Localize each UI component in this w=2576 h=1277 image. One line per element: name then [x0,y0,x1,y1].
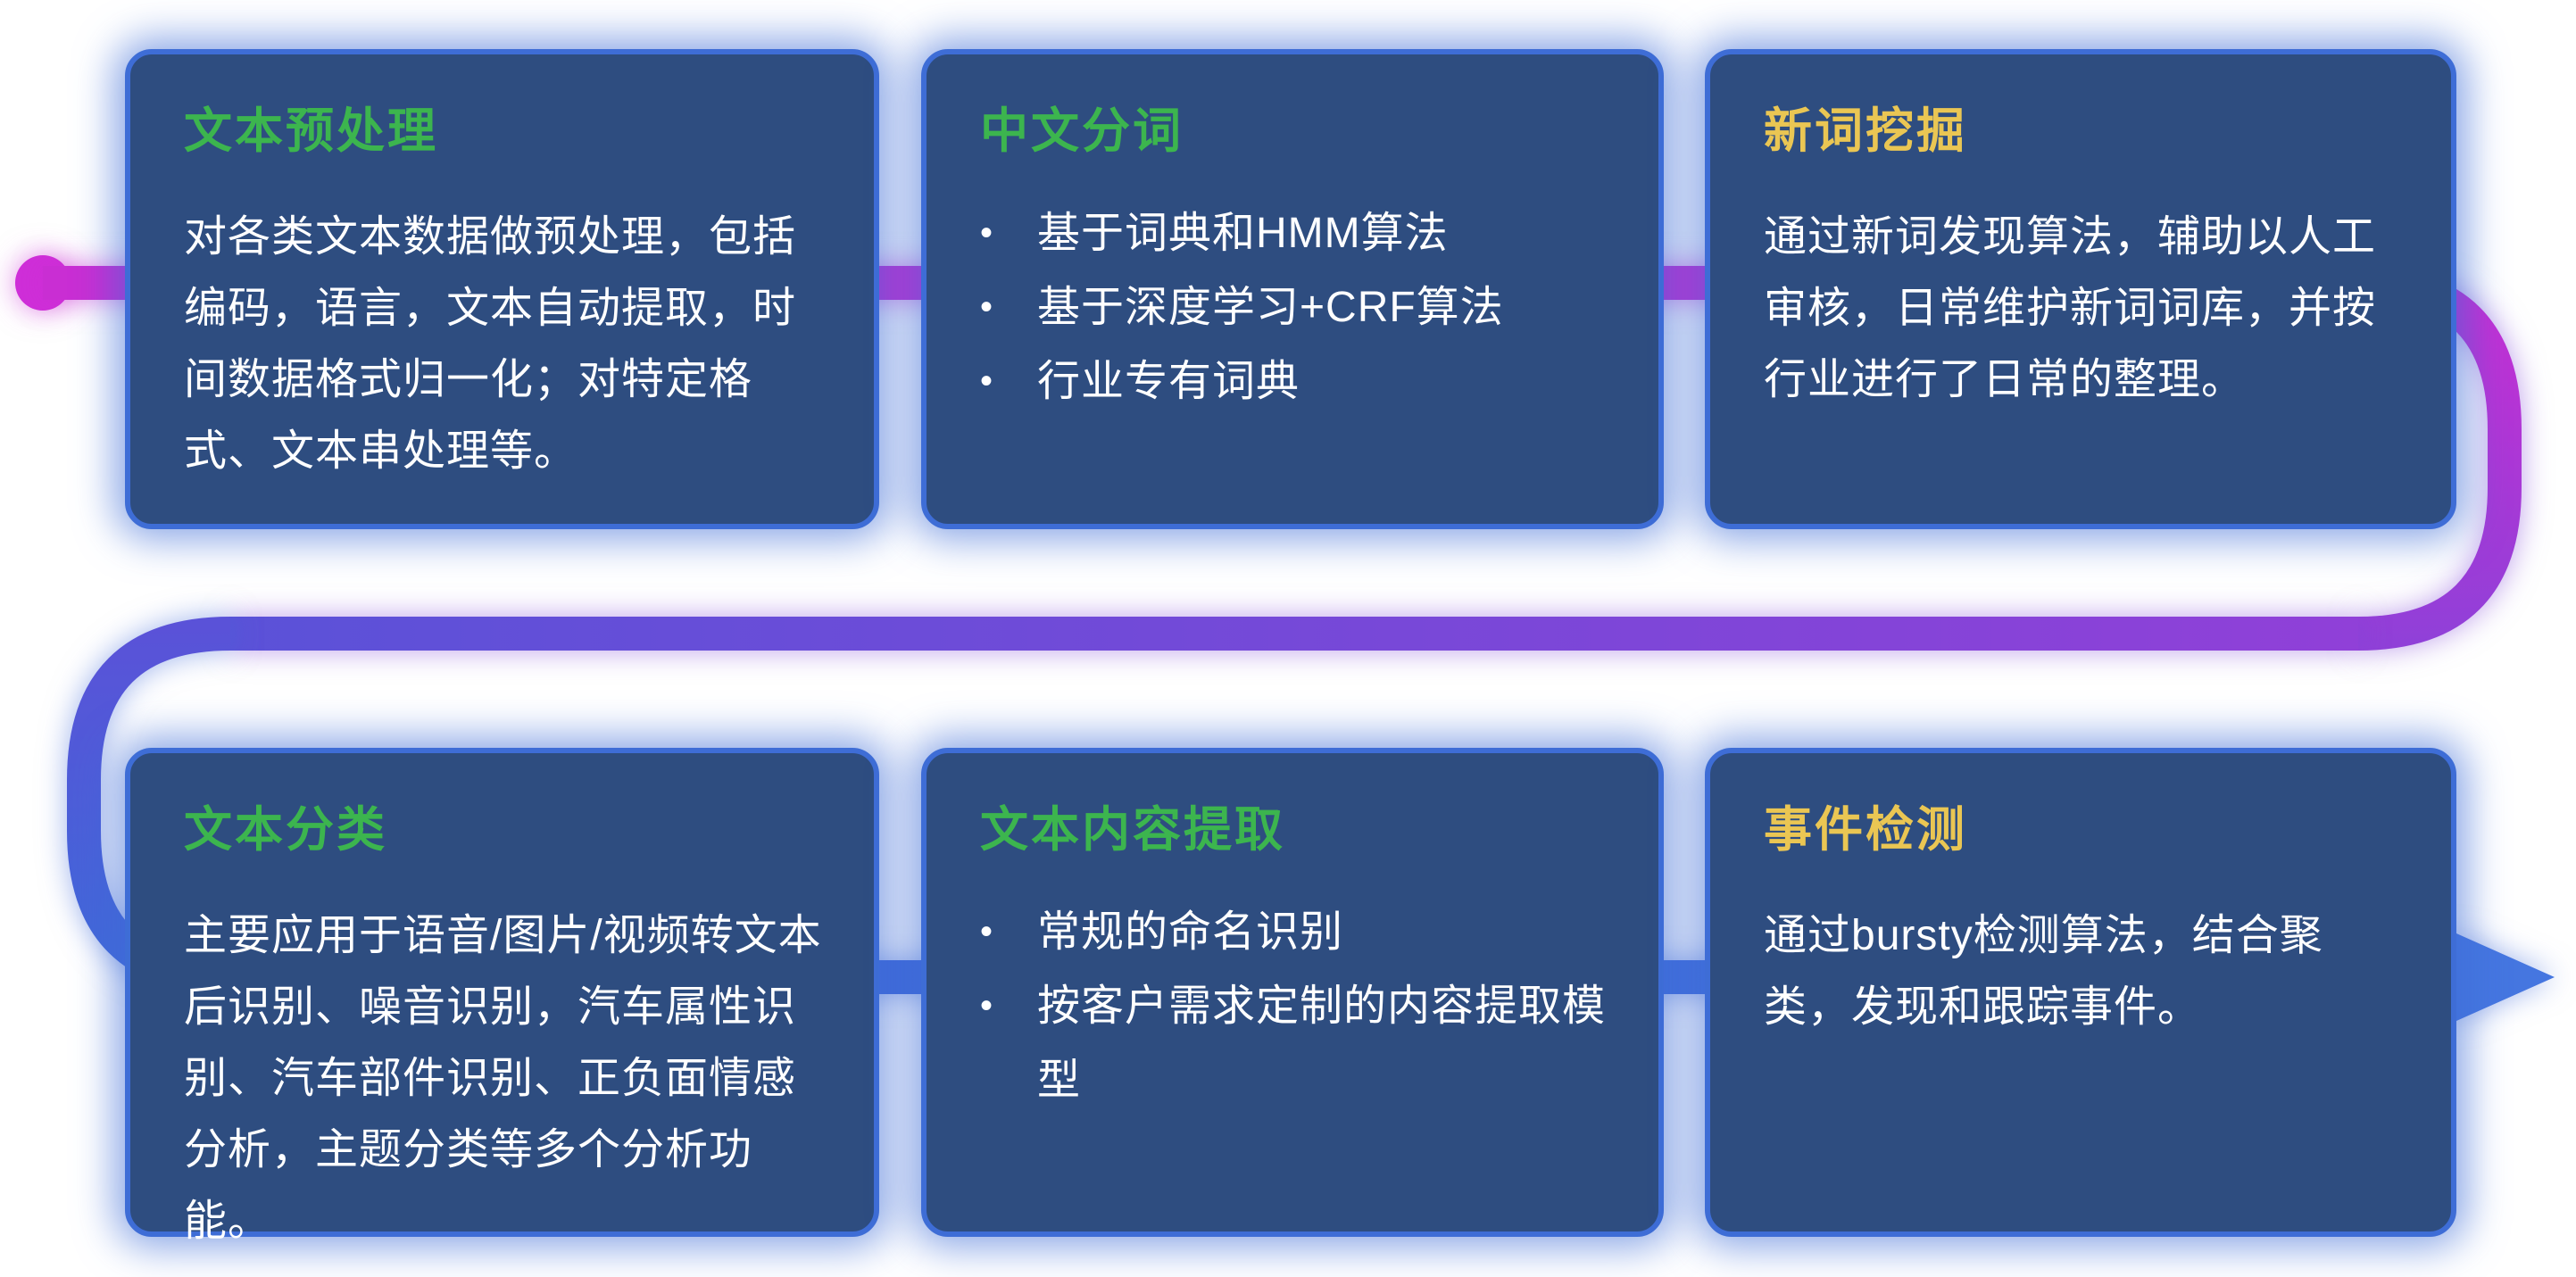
flow-end-arrow-icon [2456,933,2555,1021]
card-new-word-mining: 新词挖掘 通过新词发现算法，辅助以人工审核，日常维护新词词库，并按行业进行了日常… [1705,49,2456,529]
bullet-text: 按客户需求定制的内容提取模型 [1037,982,1607,1104]
bullet-item: • 基于词典和HMM算法 [980,196,1607,270]
card-body: 主要应用于语音/图片/视频转文本后识别、噪音识别，汽车属性识别、汽车部件识别、正… [184,911,822,1245]
card-title: 文本预处理 [184,104,438,158]
card-title: 新词挖掘 [1764,104,1967,158]
bullet-item: • 基于深度学习+CRF算法 [980,270,1607,344]
bullet-text: 行业专有词典 [1037,357,1300,405]
bullet-list: • 基于词典和HMM算法 • 基于深度学习+CRF算法 • 行业专有词典 [980,196,1607,419]
bullet-item: • 行业专有词典 [980,344,1607,419]
bullet-text: 基于深度学习+CRF算法 [1037,283,1504,331]
bullet-icon: • [980,286,994,327]
bullet-list: • 常规的命名识别 • 按客户需求定制的内容提取模型 [980,895,1607,1117]
bullet-icon: • [980,911,994,951]
card-title: 文本内容提取 [980,803,1285,857]
card-chinese-word-segmentation: 中文分词 • 基于词典和HMM算法 • 基于深度学习+CRF算法 • 行业专有词… [921,49,1664,529]
bullet-icon: • [980,212,994,253]
bullet-icon: • [980,361,994,401]
card-title: 文本分类 [184,803,387,857]
card-body: 通过新词发现算法，辅助以人工审核，日常维护新词词库，并按行业进行了日常的整理。 [1764,212,2377,403]
card-event-detection: 事件检测 通过bursty检测算法，结合聚类，发现和跟踪事件。 [1705,748,2456,1237]
card-title: 事件检测 [1764,803,1967,857]
bullet-item: • 常规的命名识别 [980,895,1607,969]
card-text-content-extraction: 文本内容提取 • 常规的命名识别 • 按客户需求定制的内容提取模型 [921,748,1664,1237]
bullet-text: 基于词典和HMM算法 [1037,209,1449,257]
card-body: 通过bursty检测算法，结合聚类，发现和跟踪事件。 [1764,911,2323,1031]
card-body: 对各类文本数据做预处理，包括编码，语言，文本自动提取，时间数据格式归一化；对特定… [184,212,797,475]
bullet-icon: • [980,985,994,1025]
card-text-preprocessing: 文本预处理 对各类文本数据做预处理，包括编码，语言，文本自动提取，时间数据格式归… [125,49,879,529]
bullet-text: 常规的命名识别 [1037,908,1344,956]
card-text-classification: 文本分类 主要应用于语音/图片/视频转文本后识别、噪音识别，汽车属性识别、汽车部… [125,748,879,1245]
card-title: 中文分词 [980,104,1184,158]
bullet-item: • 按客户需求定制的内容提取模型 [980,969,1607,1117]
